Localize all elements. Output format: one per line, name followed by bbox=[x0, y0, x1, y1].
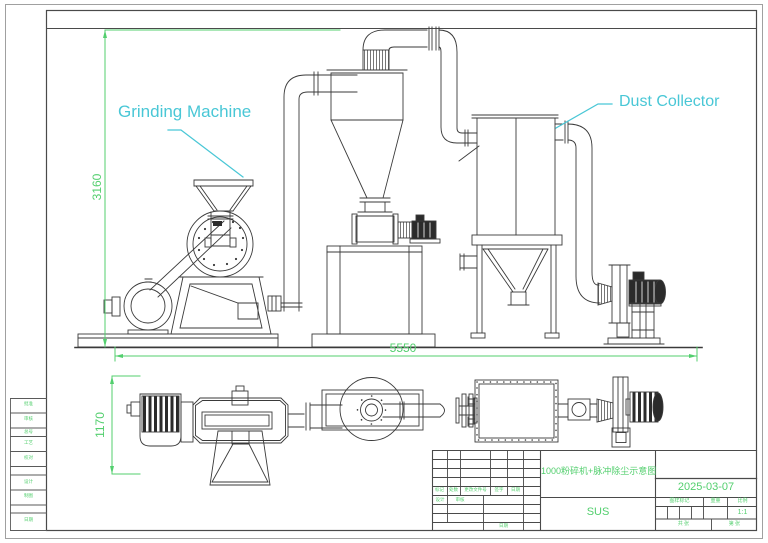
flange-cluster-plan bbox=[455, 393, 478, 428]
grinding-machine-leader bbox=[167, 129, 244, 178]
blower-plan bbox=[557, 376, 664, 448]
hopper-plan bbox=[209, 430, 271, 486]
material-label: SUS bbox=[586, 506, 610, 518]
rev-count-label: 处数 bbox=[449, 487, 458, 492]
dimension-plan-depth: 1170 bbox=[93, 412, 107, 438]
dust-collector-plan bbox=[467, 379, 559, 443]
sheets-total-label: 共 张 bbox=[677, 521, 690, 527]
left-strip-row: 制图 bbox=[24, 493, 33, 498]
overhead-pipe bbox=[362, 26, 480, 162]
dimension-total-length: 5550 bbox=[389, 341, 417, 355]
dust-collector-label: Dust Collector bbox=[619, 93, 720, 110]
left-strip-row: 工艺 bbox=[24, 440, 33, 445]
cyclone-plan bbox=[339, 377, 445, 441]
riser-pipe bbox=[280, 71, 358, 312]
scale-value: 1:1 bbox=[737, 509, 748, 516]
dimension-1170-line bbox=[111, 375, 141, 475]
cyclone-drawing bbox=[311, 49, 441, 348]
drawing-date: 2025-03-07 bbox=[677, 481, 735, 493]
leader-lines bbox=[167, 103, 613, 178]
weight-label: 重量 bbox=[710, 498, 721, 504]
design-label: 设计 bbox=[435, 497, 445, 502]
platform-plan bbox=[321, 389, 424, 431]
rev-sign-label: 签字 bbox=[494, 487, 504, 492]
date-bottom-label: 日期 bbox=[499, 523, 508, 528]
rev-mark-label: 标记 bbox=[435, 487, 444, 492]
rev-doc-label: 更改文件号 bbox=[464, 487, 487, 492]
frame-borders bbox=[5, 4, 763, 539]
title-block-grid bbox=[431, 449, 758, 532]
stamp-label: 图样标记 bbox=[669, 498, 690, 504]
plan-pipes-left bbox=[287, 402, 343, 431]
grinding-machine-label: Grinding Machine bbox=[118, 102, 252, 121]
review-label: 审核 bbox=[455, 497, 465, 502]
dust-collector-drawing bbox=[459, 114, 563, 339]
grinding-machine-drawing bbox=[77, 179, 282, 348]
hopper bbox=[193, 179, 254, 212]
left-strip-row: 设计 bbox=[24, 479, 33, 484]
outlet-pipe bbox=[554, 120, 601, 304]
elevation-view bbox=[74, 26, 703, 349]
left-strip-table bbox=[10, 398, 47, 531]
dimension-3160-line bbox=[104, 29, 341, 348]
sheet-no-label: 第 张 bbox=[728, 521, 741, 527]
left-strip-row: 审核 bbox=[24, 416, 33, 421]
dimension-total-height: 3160 bbox=[90, 173, 104, 201]
left-strip-row: 校对 bbox=[24, 455, 33, 460]
left-strip-row: 总号 bbox=[24, 429, 33, 434]
drawing-title: 1000粉碎机+脉冲除尘示意图 bbox=[541, 466, 657, 476]
left-strip-row: 日期 bbox=[24, 517, 33, 522]
dimension-lines bbox=[103, 29, 698, 475]
blower-fan-drawing bbox=[597, 264, 666, 345]
left-strip-row: 批准 bbox=[24, 401, 33, 406]
motor-plan bbox=[126, 393, 194, 447]
scale-label: 比例 bbox=[737, 498, 748, 504]
rev-date-label: 日期 bbox=[511, 487, 520, 492]
dust-collector-leader bbox=[555, 103, 613, 129]
grinder-plan bbox=[192, 385, 289, 444]
dimension-5550-line bbox=[114, 346, 698, 362]
plan-view bbox=[126, 376, 664, 486]
